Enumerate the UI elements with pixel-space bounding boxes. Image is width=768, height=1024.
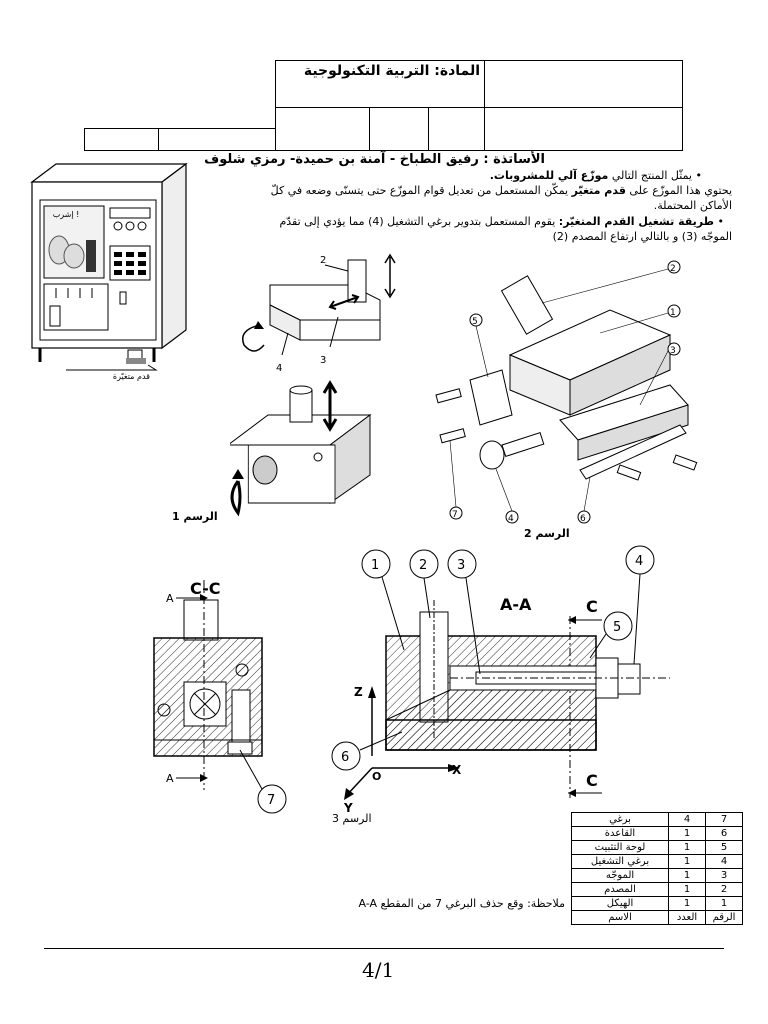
parts-cell-num: 2 bbox=[705, 882, 743, 897]
method-line-2: الموجّه (3) و بالتالي ارتفاع المصدم (2) bbox=[552, 230, 732, 243]
axis-z: Z bbox=[354, 685, 363, 699]
section-cc-title: C-C bbox=[190, 579, 221, 598]
parts-cell-qty: 1 bbox=[668, 840, 706, 855]
parts-cell-name: الهيكل bbox=[571, 896, 669, 911]
aa-callout-4: 4 bbox=[635, 554, 643, 569]
figure-3-drawing: C-C A A 7 A-A C C Z X Y O 1 2 3 bbox=[153, 545, 670, 815]
parts-cell-qty: 1 bbox=[668, 854, 706, 869]
fig2-callout-4: 4 bbox=[508, 514, 514, 524]
fig2-label: الرسم 2 bbox=[524, 527, 570, 540]
fig2-callout-7: 7 bbox=[452, 510, 458, 520]
fig3-label: الرسم 3 bbox=[332, 812, 372, 825]
parts-cell-num: 4 bbox=[705, 854, 743, 869]
aa-callout-1: 1 bbox=[371, 558, 379, 573]
aa-callout-2: 2 bbox=[419, 558, 427, 573]
parts-header-name: الاسم bbox=[571, 910, 669, 925]
footer-rule bbox=[44, 948, 724, 949]
section-cc-a-top: A bbox=[166, 592, 174, 605]
subject-title: المادة: التربية التكنولوجية bbox=[303, 63, 480, 79]
vending-machine-drawing: إشرب ! bbox=[30, 162, 188, 371]
parts-cell-num: 5 bbox=[705, 840, 743, 855]
parts-cell-num: 6 bbox=[705, 826, 743, 841]
intro-line-2: يحتوي هذا الموزّع على قدم متغيّر يمكّن ا… bbox=[270, 184, 732, 197]
aa-callout-5: 5 bbox=[613, 620, 621, 635]
parts-cell-qty: 4 bbox=[668, 812, 706, 827]
parts-header-num: الرقم bbox=[705, 910, 743, 925]
axis-origin: O bbox=[372, 770, 381, 783]
section-cc-a-bottom: A bbox=[166, 772, 174, 785]
parts-cell-qty: 1 bbox=[668, 882, 706, 897]
axis-y: Y bbox=[343, 801, 353, 815]
fig2-callout-5: 5 bbox=[472, 317, 478, 327]
parts-cell-qty: 1 bbox=[668, 896, 706, 911]
fig2-callout-2: 2 bbox=[670, 264, 676, 274]
parts-cell-num: 3 bbox=[705, 868, 743, 883]
parts-cell-name: لوحة التثبيت bbox=[571, 840, 669, 855]
vending-sign: إشرب ! bbox=[53, 210, 80, 220]
parts-cell-qty: 1 bbox=[668, 868, 706, 883]
vending-foot-label: قدم متغيّرة bbox=[112, 372, 150, 381]
axis-x: X bbox=[452, 763, 462, 777]
section-aa-title: A-A bbox=[500, 595, 532, 614]
note-text: ملاحظة: وقع حذف البرغي 7 من المقطع A-A bbox=[358, 897, 565, 910]
cc-callout-7: 7 bbox=[267, 793, 275, 808]
parts-cell-name: برغي التشغيل bbox=[571, 854, 669, 869]
fig1-callout-4: 4 bbox=[276, 363, 282, 374]
parts-cell-num: 1 bbox=[705, 896, 743, 911]
parts-cell-num: 7 bbox=[705, 812, 743, 827]
section-aa-c-top: C bbox=[586, 597, 598, 616]
teachers-line: الأساتذة : رفيق الطباخ - آمنة بن حميدة- … bbox=[204, 152, 545, 167]
fig2-callout-1: 1 bbox=[670, 308, 676, 318]
parts-cell-name: الموجّه bbox=[571, 868, 669, 883]
page-number: 4/1 bbox=[362, 958, 395, 982]
fig1-callout-2: 2 bbox=[320, 255, 326, 266]
intro-line-1: • يمثّل المنتج التالي موزّع آلي للمشروبا… bbox=[489, 169, 702, 182]
aa-callout-3: 3 bbox=[457, 558, 465, 573]
aa-callout-6: 6 bbox=[341, 750, 349, 765]
figure-1-drawing: 2 3 4 bbox=[230, 253, 396, 517]
figure-2-drawing: 2 1 3 5 4 7 6 bbox=[435, 260, 698, 524]
intro-paragraph: • يمثّل المنتج التالي موزّع آلي للمشروبا… bbox=[232, 168, 732, 244]
parts-cell-qty: 1 bbox=[668, 826, 706, 841]
fig1-callout-3: 3 bbox=[320, 355, 326, 366]
parts-cell-name: برغي bbox=[571, 812, 669, 827]
fig2-callout-3: 3 bbox=[670, 346, 676, 356]
fig1-label: الرسم 1 bbox=[172, 510, 218, 523]
parts-cell-name: المصدم bbox=[571, 882, 669, 897]
method-line-1: • طريقة تشغيل القدم المتغيّر: يقوم المست… bbox=[279, 215, 724, 228]
intro-line-3: الأماكن المحتملة. bbox=[653, 199, 732, 212]
parts-cell-name: القاعدة bbox=[571, 826, 669, 841]
section-aa-c-bottom: C bbox=[586, 771, 598, 790]
parts-header-qty: العدد bbox=[668, 910, 706, 925]
fig2-callout-6: 6 bbox=[580, 514, 586, 524]
